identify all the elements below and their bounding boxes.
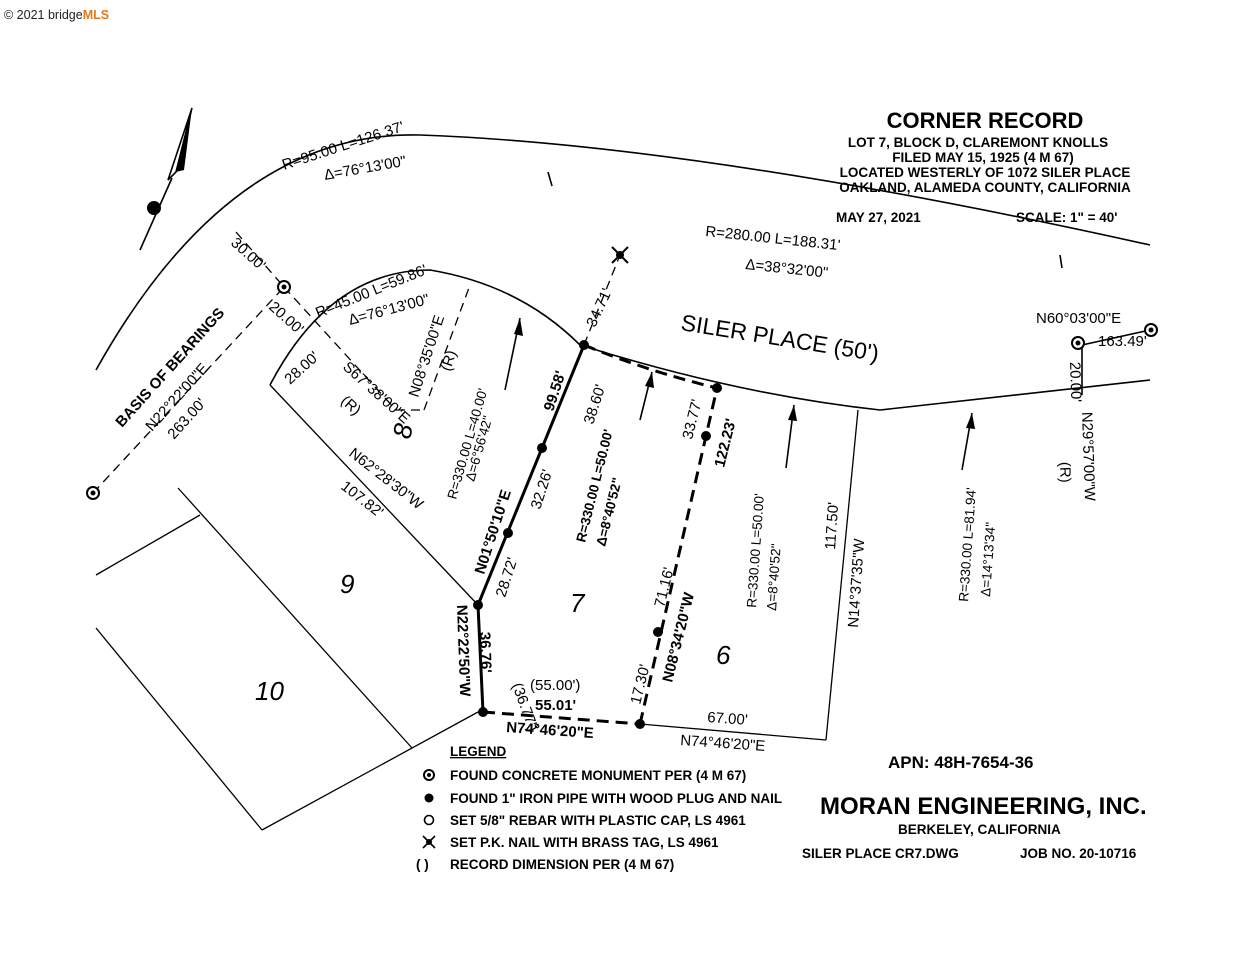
bearing-label: N74°46'20"E xyxy=(680,732,766,755)
legend-item: SET P.K. NAIL WITH BRASS TAG, LS 4961 xyxy=(450,835,719,850)
bearing-label: N29°57'00"W xyxy=(1078,412,1098,503)
street-lines xyxy=(95,134,1151,411)
apn-number: APN: 48H-7654-36 xyxy=(888,753,1034,772)
drawing-file: SILER PLACE CR7.DWG xyxy=(802,846,959,861)
title-scale: SCALE: 1" = 40' xyxy=(1016,210,1118,225)
distance-label: 36.76' xyxy=(476,632,494,674)
iron-pipe-icon xyxy=(712,383,722,393)
curve-label: Δ=8°40'52" xyxy=(764,543,784,611)
subject-lot-boundary xyxy=(476,343,719,726)
svg-text:N: N xyxy=(151,204,158,214)
pk-nail-icon xyxy=(422,835,436,849)
lot-number: 6 xyxy=(716,640,731,670)
legend-item: RECORD DIMENSION PER (4 M 67) xyxy=(450,857,674,872)
distance-label: 117.50' xyxy=(822,501,842,550)
iron-pipe-icon xyxy=(701,431,711,441)
legend: LEGEND FOUND CONCRETE MONUMENT PER (4 M … xyxy=(416,744,782,872)
footer-block: APN: 48H-7654-36 MORAN ENGINEERING, INC.… xyxy=(802,753,1147,861)
record-symbol: ( ) xyxy=(416,857,429,872)
iron-pipe-icon xyxy=(537,443,547,453)
lot-lines xyxy=(95,329,1151,831)
bearing-label: N60°03'00"E xyxy=(1036,310,1121,327)
iron-pipe-icon xyxy=(478,707,488,717)
lot-number: 9 xyxy=(340,569,354,599)
iron-pipe-icon xyxy=(635,719,645,729)
curve-label: Δ=38°32'00" xyxy=(745,256,829,282)
distance-label: 163.49' xyxy=(1098,333,1147,350)
bridge-mls-watermark: © 2021 bridgeMLS xyxy=(4,8,109,22)
bearing-label: N22°22'50"W xyxy=(453,605,473,698)
company-name: MORAN ENGINEERING, INC. xyxy=(820,793,1147,820)
iron-pipe-icon xyxy=(503,528,513,538)
lot-number: 10 xyxy=(255,676,284,706)
title-date: MAY 27, 2021 xyxy=(836,210,921,225)
record-label: (R) xyxy=(438,348,461,373)
north-arrow-icon: N xyxy=(139,107,193,251)
record-label: (R) xyxy=(1056,462,1074,483)
street-name: SILER PLACE (50') xyxy=(679,309,881,366)
record-label: (R) xyxy=(337,392,364,419)
tie-lines xyxy=(92,231,621,494)
legend-title: LEGEND xyxy=(450,744,507,759)
bearing-label: N74°46'20"E xyxy=(506,719,595,742)
record-label: (55.00') xyxy=(530,677,580,694)
distance-label: 55.01' xyxy=(535,697,576,714)
lot-number: 8 xyxy=(387,420,419,441)
curve-label: Δ=14°13'34" xyxy=(978,521,998,597)
survey-markers xyxy=(86,246,1158,729)
curve-label: R=330.00 L=50.00' xyxy=(744,493,767,608)
distance-label: 30.00' xyxy=(227,234,268,274)
radial-arrows xyxy=(504,317,975,471)
curve-label: R=330.00 L=81.94' xyxy=(956,487,979,602)
title-block: CORNER RECORD LOT 7, BLOCK D, CLAREMONT … xyxy=(836,108,1131,225)
watermark-brand: MLS xyxy=(82,8,110,22)
title-heading: CORNER RECORD xyxy=(887,108,1084,133)
title-line: LOT 7, BLOCK D, CLAREMONT KNOLLS xyxy=(848,135,1108,150)
lot-numbers: 8 9 10 7 6 xyxy=(255,420,731,706)
distance-label: 122.23' xyxy=(711,417,739,469)
distance-label: 67.00' xyxy=(707,709,749,729)
curve-label: R=280.00 L=188.31' xyxy=(705,223,842,254)
title-line: OAKLAND, ALAMEDA COUNTY, CALIFORNIA xyxy=(839,180,1131,195)
distance-label: 71.16' xyxy=(651,566,677,609)
legend-item: SET 5/8" REBAR WITH PLASTIC CAP, LS 4961 xyxy=(450,813,746,828)
iron-pipe-icon xyxy=(424,793,434,803)
bearing-label: N14°37'35"W xyxy=(845,537,868,628)
title-line: LOCATED WESTERLY OF 1072 SILER PLACE xyxy=(840,165,1131,180)
distance-label: 34.71' xyxy=(583,286,616,330)
company-city: BERKELEY, CALIFORNIA xyxy=(898,822,1061,837)
watermark-copyright: © 2021 bridge xyxy=(4,8,83,22)
legend-item: FOUND 1" IRON PIPE WITH WOOD PLUG AND NA… xyxy=(450,791,782,806)
distance-label: 20.00' xyxy=(1066,362,1084,403)
iron-pipe-icon xyxy=(653,627,663,637)
title-line: FILED MAY 15, 1925 (4 M 67) xyxy=(892,150,1074,165)
rebar-icon xyxy=(423,814,435,826)
distance-label: 38.60' xyxy=(581,382,610,426)
iron-pipe-icon xyxy=(579,340,589,350)
job-number: JOB NO. 20-10716 xyxy=(1020,846,1137,861)
lot-number: 7 xyxy=(570,588,586,618)
iron-pipe-icon xyxy=(473,600,483,610)
pk-nail-icon xyxy=(611,246,629,264)
legend-item: FOUND CONCRETE MONUMENT PER (4 M 67) xyxy=(450,768,746,783)
